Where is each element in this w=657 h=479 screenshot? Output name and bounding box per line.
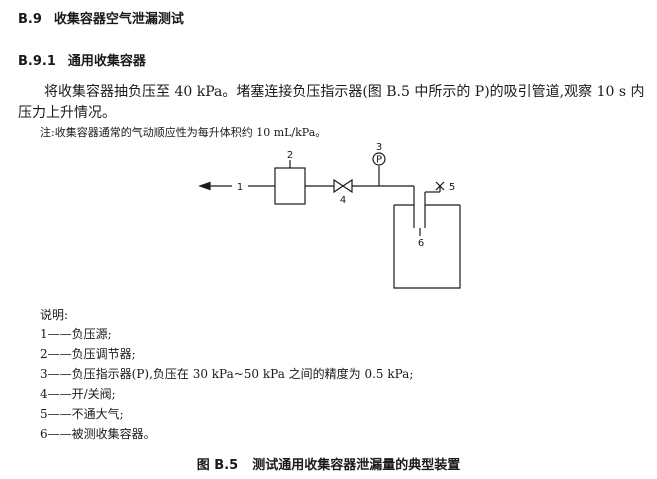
legend-item: 6——被测收集容器。 <box>40 427 156 441</box>
legend-item: 3——负压指示器(P),负压在 30 kPa~50 kPa 之间的精度为 0.5… <box>40 367 414 381</box>
legend-item: 4——开/关阀; <box>40 387 116 401</box>
label-6: 6 <box>418 238 424 249</box>
label-5: 5 <box>449 182 455 193</box>
gauge-letter: P <box>376 155 382 166</box>
arrow-left-icon <box>198 181 211 191</box>
legend-title: 说明: <box>40 308 69 322</box>
legend-item: 5——不通大气; <box>40 407 124 421</box>
section-heading: B.9 收集容器空气泄漏测试 <box>18 8 184 27</box>
regulator-box <box>274 167 306 205</box>
label-4: 4 <box>340 195 346 206</box>
legend-item: 2——负压调节器; <box>40 347 136 361</box>
paragraph-line-2: 压力上升情况。 <box>18 105 116 121</box>
section-number: B.9 <box>18 12 42 27</box>
paragraph-line-1: 将收集容器抽负压至 40 kPa。堵塞连接负压指示器(图 B.5 中所示的 P)… <box>44 84 645 100</box>
pressure-gauge-icon <box>372 152 386 166</box>
note-text: 注:收集容器通常的气动顺应性为每升体积约 10 mL/kPa。 <box>40 126 327 139</box>
subsection-number: B.9.1 <box>18 54 56 69</box>
figure-caption-text: 测试通用收集容器泄漏量的典型装置 <box>252 458 461 473</box>
subsection-heading: B.9.1 通用收集容器 <box>18 50 146 69</box>
valve-icon <box>333 178 353 194</box>
label-1: 1 <box>237 182 243 193</box>
vent-cross-icon <box>435 181 445 191</box>
section-title: 收集容器空气泄漏测试 <box>53 12 184 27</box>
figure-label: 图 B.5 <box>196 458 239 473</box>
figure-caption: 图 B.5 测试通用收集容器泄漏量的典型装置 <box>0 454 657 473</box>
legend-item: 1——负压源; <box>40 327 112 341</box>
collection-container <box>393 205 461 289</box>
subsection-title: 通用收集容器 <box>67 54 146 69</box>
label-3: 3 <box>376 142 382 153</box>
label-2: 2 <box>287 150 293 161</box>
